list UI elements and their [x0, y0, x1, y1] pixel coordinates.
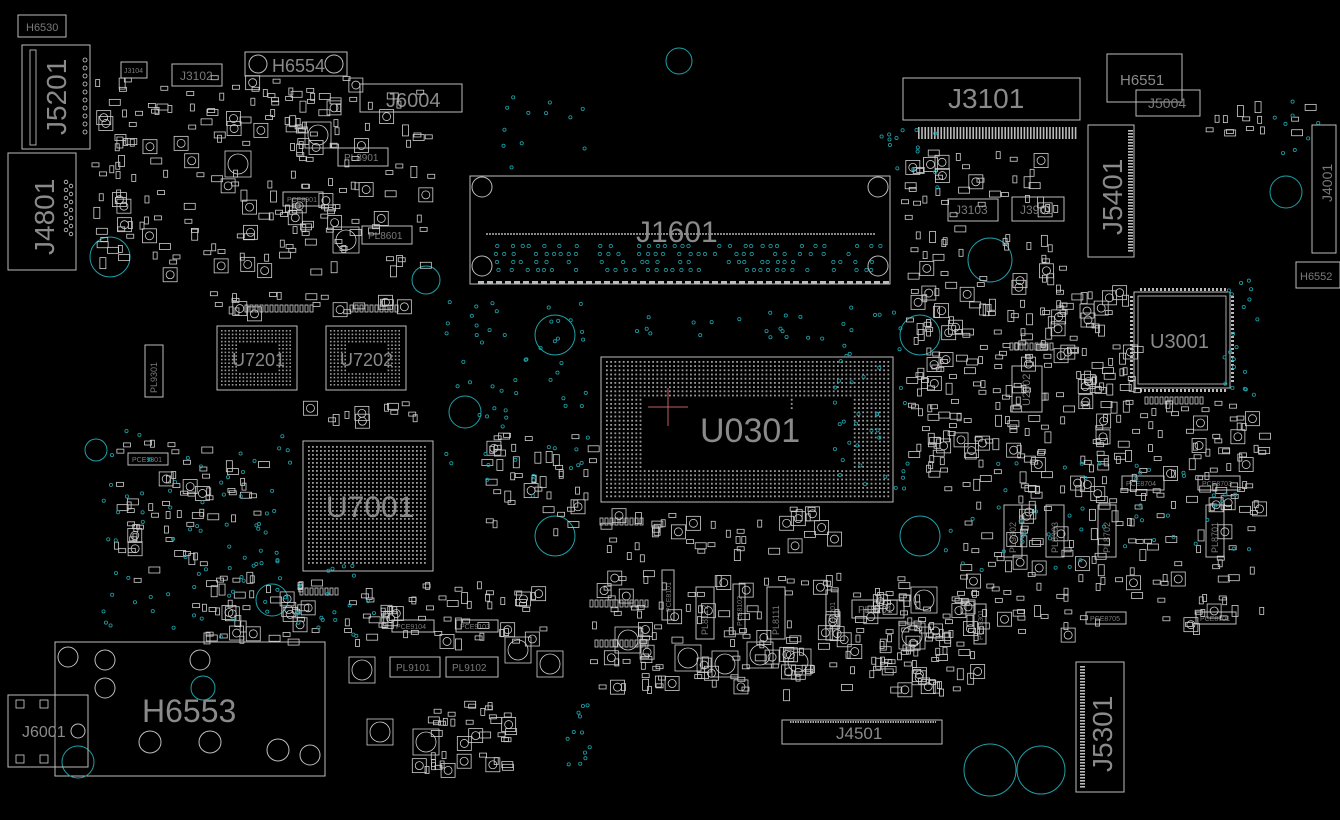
inductor-pl8112[interactable]: PL8112 [695, 586, 715, 640]
connector-j5201[interactable]: J5201 [21, 44, 91, 150]
u7001-bga-grid [308, 446, 426, 564]
svg-text:PL9301: PL9301 [149, 362, 159, 393]
connector-j5004[interactable]: J5004 [1135, 89, 1201, 117]
svg-text:PCE9104: PCE9104 [396, 624, 426, 631]
h6551-label: H6551 [1120, 72, 1164, 89]
connector-j4001[interactable]: J4001 [1311, 124, 1337, 254]
capacitor-pce9103[interactable]: PCE9103 [455, 619, 499, 633]
j3101-pin-row [918, 127, 1077, 139]
svg-text:PCE8301: PCE8301 [978, 610, 985, 640]
svg-text:PCE8101: PCE8101 [666, 582, 673, 612]
connector-j6004[interactable]: J6004 [359, 83, 463, 113]
h6553-label: H6553 [142, 693, 236, 729]
u7001-label: U7001 [326, 491, 414, 524]
hole-h6552[interactable]: H6552 [1295, 261, 1340, 289]
inductor-pl9301[interactable]: PL9301 [144, 344, 164, 398]
chip-u3001[interactable]: U3001 [1130, 288, 1234, 392]
h6554-label: H6554 [272, 56, 325, 76]
connector-j1601[interactable]: J1601 [469, 175, 891, 285]
capacitor-pce8704[interactable]: PCE8704 [1121, 475, 1165, 491]
svg-text:PL8701: PL8701 [1210, 522, 1220, 553]
h6530-label: H6530 [26, 22, 58, 34]
h6552-label: H6552 [1300, 271, 1332, 283]
j4001-label: J4001 [1319, 164, 1335, 202]
connector-j6001[interactable]: J6001 [7, 694, 89, 768]
u7202-bga-grid [330, 330, 400, 386]
u3001-pin-ring [1130, 288, 1234, 392]
inductor-pl8901[interactable]: PL8901 [337, 147, 389, 167]
j5301-label: J5301 [1087, 696, 1118, 772]
inductor-pl8303[interactable]: PL8303 [1045, 504, 1065, 558]
inductor-pl8111[interactable]: PL8111 [766, 586, 786, 640]
svg-text:PL8901: PL8901 [344, 153, 379, 164]
svg-text:PCE8901: PCE8901 [287, 197, 317, 204]
j5201-label: J5201 [41, 59, 72, 135]
svg-text:PCE8704: PCE8704 [1126, 481, 1156, 488]
u7201-label: U7201 [232, 350, 285, 370]
svg-text:PL9102: PL9102 [452, 663, 487, 674]
svg-text:PL8112: PL8112 [700, 605, 710, 635]
inductor-pl8702[interactable]: PL8702 [1097, 504, 1117, 558]
svg-text:PL8111: PL8111 [771, 605, 781, 635]
capacitor-pce9301[interactable]: PCE9301 [127, 452, 169, 466]
cpu-label: U0301 [700, 412, 800, 450]
svg-text:PCE8701: PCE8701 [1200, 616, 1230, 623]
cpu-u0301[interactable]: U0301 [600, 356, 894, 503]
j5401-label: J5401 [1097, 159, 1128, 235]
cpu-bga-grid [606, 361, 890, 498]
inductor-pl9101[interactable]: PL9101 [389, 656, 441, 678]
small-components [91, 75, 1317, 778]
connector-j3103[interactable]: J3103 [947, 198, 999, 222]
hole-h6551[interactable]: H6551 [1106, 53, 1183, 103]
u7201-bga-grid [221, 330, 291, 386]
connector-j4801[interactable]: J4801 [7, 152, 77, 271]
u7202-label: U7202 [340, 350, 393, 370]
connector-j3104[interactable]: J3104 [120, 61, 148, 79]
j1601-via-field [478, 243, 889, 284]
scattered-vias [101, 95, 1321, 767]
chip-u7202[interactable]: U7202 [325, 325, 407, 391]
connector-j3102[interactable]: J3102 [171, 63, 223, 87]
connector-j5301[interactable]: J5301 [1075, 661, 1125, 793]
svg-text:PCE8201: PCE8201 [830, 602, 837, 632]
j6004-label: J6004 [386, 90, 441, 112]
chip-u7001[interactable]: U7001 [302, 440, 434, 572]
inductor-pl8601[interactable]: PL8601 [361, 225, 413, 245]
connector-j4501[interactable]: J4501 [781, 719, 943, 745]
svg-text:PCE9301: PCE9301 [132, 457, 162, 464]
inductor-pl8701[interactable]: PL8701 [1205, 504, 1225, 558]
j3102-label: J3102 [180, 69, 213, 83]
j3103-label: J3103 [955, 203, 988, 217]
capacitor-pce8301[interactable]: PCE8301 [973, 603, 987, 645]
j6001-label: J6001 [22, 724, 66, 741]
svg-text:PL8601: PL8601 [368, 231, 403, 242]
chip-u7201[interactable]: U7201 [216, 325, 298, 391]
svg-text:PL9302: PL9302 [1008, 522, 1018, 553]
inductor-pl9102[interactable]: PL9102 [445, 656, 499, 678]
j3104-label: J3104 [124, 68, 143, 75]
j4501-label: J4501 [836, 724, 882, 743]
j1601-label: J1601 [636, 216, 718, 249]
svg-text:PCE8705: PCE8705 [1090, 616, 1120, 623]
svg-text:PL8303: PL8303 [1050, 522, 1060, 553]
svg-text:PCE9103: PCE9103 [460, 624, 490, 631]
u3001-label: U3001 [1150, 331, 1209, 353]
connector-j3101[interactable]: J3101 [902, 77, 1081, 139]
svg-text:PL9101: PL9101 [396, 663, 431, 674]
u2802-label: U2802 [1021, 374, 1033, 406]
j3101-label: J3101 [948, 83, 1024, 114]
svg-text:PL8702: PL8702 [1102, 522, 1112, 553]
j4801-label: J4801 [29, 179, 60, 255]
connector-j5401[interactable]: J5401 [1087, 124, 1135, 258]
j3901-label: J3901 [1020, 203, 1053, 217]
j5004-label: J5004 [1148, 95, 1186, 111]
hole-h6554[interactable]: H6554 [244, 51, 348, 77]
capacitor-pce8705[interactable]: PCE8705 [1085, 611, 1127, 625]
shield-h6553[interactable]: H6553 [54, 641, 326, 779]
hole-h6530[interactable]: H6530 [17, 14, 67, 38]
svg-text:PCE8102: PCE8102 [737, 596, 744, 626]
